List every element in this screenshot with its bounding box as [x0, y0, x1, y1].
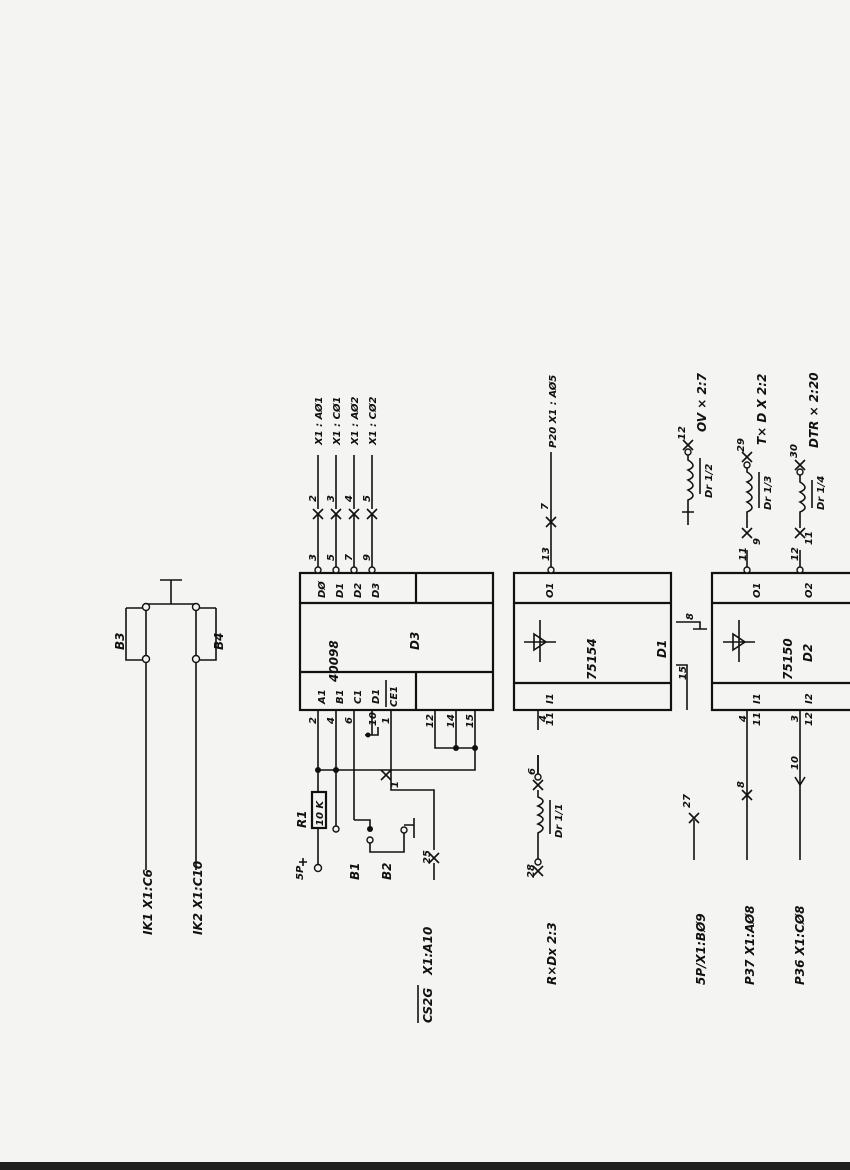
- switch-assembly: B3 B4 IK1 X1:C6 IK2 X1:C10: [113, 579, 226, 935]
- d2-dtr-choke: Dr 1/4: [816, 476, 827, 510]
- d1-ref: D1: [655, 640, 669, 658]
- ic-d3: 40098 D3 A1 B1 C1 D1 CE1 DØ D1 D2 D3 2 4…: [298, 396, 495, 850]
- d1-choke: Dr 1/1: [554, 804, 565, 838]
- d3-conn-5: 5: [362, 495, 373, 502]
- d3-pin-2: 2: [308, 717, 319, 724]
- d3-out-d3: D3: [371, 583, 382, 598]
- d3-out-label-c02: X1 : CØ2: [367, 397, 379, 446]
- label-ik1: IK1 X1:C6: [141, 869, 155, 935]
- d1-out: O1: [545, 583, 556, 598]
- ic-d1: 75154 D1 I1 O1 4 11 15 8 13 7 P20 X1 : A…: [512, 375, 707, 985]
- d2-dtr-num: 30: [789, 444, 800, 458]
- d2-pin-11a: 11: [752, 712, 763, 726]
- d2-in1: I1: [752, 693, 763, 704]
- d3-pin-10: 10: [368, 712, 379, 726]
- d3-conn-2: 2: [308, 495, 319, 502]
- d1-pin-13: 13: [541, 547, 552, 561]
- d1-n28: 28: [526, 864, 537, 878]
- d2-body: [710, 571, 850, 712]
- d3-in-d1: D1: [371, 689, 382, 704]
- d2-pin-11c: 11: [804, 531, 815, 545]
- d3-in-c1: C1: [353, 690, 364, 704]
- d2-pin-11b: 11: [738, 547, 749, 561]
- label-b4: B4: [212, 633, 226, 651]
- d2-n8: 8: [736, 781, 747, 788]
- d3-in-ce1: CE1: [389, 686, 400, 707]
- d3-type: 40098: [327, 640, 341, 683]
- d2-pin-12a: 12: [804, 712, 815, 726]
- d3-out-label-a01: X1 : AØ1: [313, 396, 325, 446]
- d2-ref: D2: [801, 644, 815, 662]
- d3-in-a1: A1: [317, 689, 328, 705]
- d3-pin-12: 12: [425, 714, 436, 728]
- d2-ov: OV × 2:7: [695, 372, 709, 432]
- d3-in-b1: B1: [335, 689, 346, 704]
- d3-pin-7: 7: [344, 554, 355, 561]
- d2-in2: I2: [804, 693, 815, 704]
- d2-txd: T× D X 2:2: [755, 374, 769, 445]
- d3-conn-3: 3: [326, 495, 337, 502]
- d1-pin-4: 4: [538, 715, 549, 723]
- d2-p36: P36 X1:CØ8: [793, 906, 807, 985]
- d2-txd-choke: Dr 1/3: [763, 476, 774, 510]
- d3-out-d2: D2: [353, 583, 364, 598]
- d1-conn-7: 7: [540, 503, 551, 510]
- power-section: 10 K R1 5P B1 B2 1 25 CS2G X1:A10: [295, 769, 440, 1023]
- d1-n6: 6: [527, 768, 538, 775]
- d2-p37: P37 X1:AØ8: [743, 905, 757, 985]
- d2-n10: 10: [790, 756, 801, 770]
- d2-type: 75150: [781, 638, 795, 680]
- d3-pin-9: 9: [362, 554, 373, 561]
- cs2g-ref: X1:A10: [421, 927, 435, 976]
- d1-in: I1: [545, 693, 556, 704]
- d3-out-d1: D1: [335, 583, 346, 598]
- d3-pin-4: 4: [326, 717, 337, 725]
- label-n25: 25: [422, 850, 433, 864]
- d3-out-d0: DØ: [316, 581, 328, 598]
- d3-pin-15: 15: [465, 714, 476, 728]
- label-n1: 1: [390, 781, 401, 788]
- ic-d2: 75150 D2 I1 I2 O1 O2 4 11 3 12 8 10 27 5…: [677, 372, 850, 985]
- d1-rxd: R×Dx 2:3: [545, 922, 559, 985]
- d1-pin-8: 8: [685, 613, 696, 620]
- d3-pin-1: 1: [381, 717, 392, 724]
- d3-pin-6: 6: [344, 717, 355, 724]
- d2-ov-choke: Dr 1/2: [704, 464, 715, 498]
- d2-pin-4: 4: [738, 715, 749, 723]
- d2-sp-bo9: 5P/X1:BØ9: [694, 913, 708, 985]
- d1-pin-15: 15: [678, 666, 689, 680]
- d3-conn-4: 4: [344, 495, 355, 503]
- d3-pin-3: 3: [308, 554, 319, 561]
- label-b2: B2: [380, 863, 394, 881]
- d2-txd-num: 29: [736, 438, 747, 452]
- d1-type: 75154: [585, 638, 599, 680]
- d2-n27: 27: [682, 794, 693, 808]
- label-ik2: IK2 X1:C10: [191, 861, 205, 935]
- r1-label: R1: [295, 810, 309, 828]
- d2-pin-9: 9: [752, 538, 763, 545]
- d3-out-label-c01: X1 : CØ1: [331, 397, 343, 446]
- d3-body: [298, 571, 495, 712]
- label-5p: 5P: [295, 865, 306, 880]
- d1-pin-11: 11: [545, 712, 556, 726]
- d2-dtr: DTR × 2:20: [807, 372, 821, 448]
- d3-pin-14: 14: [446, 714, 457, 728]
- d1-p20: P20 X1 : AØ5: [547, 375, 559, 448]
- d1-body: [512, 571, 673, 712]
- d3-pin-5: 5: [326, 554, 337, 561]
- label-b3: B3: [113, 633, 127, 651]
- r1-value: 10 K: [315, 800, 326, 826]
- label-b1: B1: [348, 863, 362, 881]
- cs2g-label: CS2G: [421, 988, 435, 1023]
- d2-pin-3: 3: [790, 715, 801, 722]
- d3-out-label-a02: X1 : AØ2: [349, 396, 361, 446]
- d2-pin-12b: 12: [790, 547, 801, 561]
- d2-ov-num: 12: [677, 426, 688, 440]
- d2-out2: O2: [804, 582, 815, 598]
- d3-ref: D3: [408, 632, 422, 650]
- d2-out1: O1: [752, 583, 763, 598]
